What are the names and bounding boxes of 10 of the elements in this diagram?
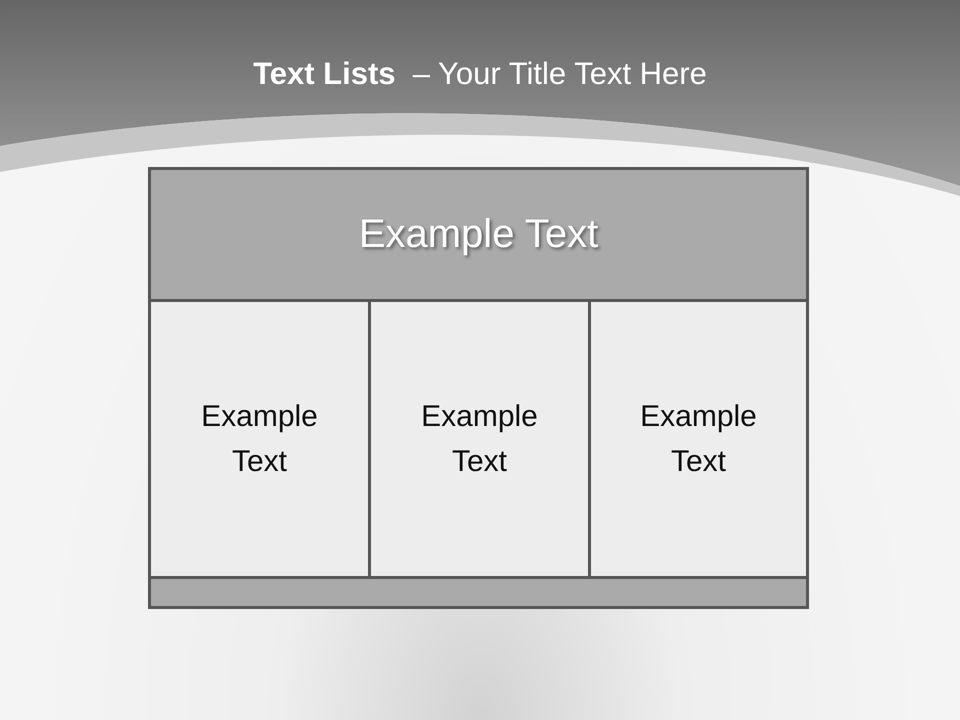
heading-text: Example Text bbox=[358, 212, 598, 257]
body-text: Example Text bbox=[420, 399, 539, 480]
text-box bbox=[368, 299, 591, 579]
slide-title: Text Lists – Your Title Text Here bbox=[252, 55, 708, 93]
text-box bbox=[148, 299, 371, 579]
footer-bar bbox=[148, 576, 809, 609]
body-text: Example Text bbox=[639, 399, 758, 480]
header-box bbox=[148, 167, 809, 302]
body-text: Example Text bbox=[200, 399, 319, 480]
text-box bbox=[588, 299, 809, 579]
